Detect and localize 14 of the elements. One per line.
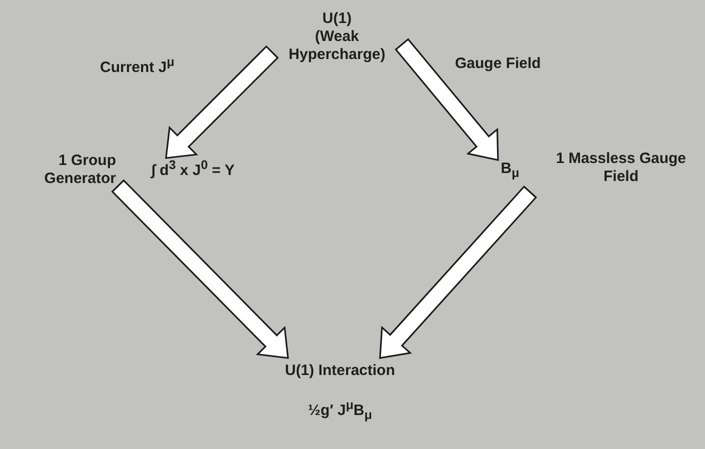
block-arrow	[165, 45, 279, 159]
node-caption: 1 Massless Gauge Field	[554, 150, 688, 186]
block-arrow	[394, 38, 499, 161]
node-title: U(1)	[321, 10, 353, 28]
node-caption: 1 Group Generator	[43, 152, 116, 188]
node-formula: (Weak Hypercharge)	[288, 28, 386, 64]
block-arrow	[111, 179, 289, 359]
edge-label: Current J$^{μ}$	[100, 55, 174, 76]
block-arrow	[379, 186, 538, 359]
edge-label: Gauge Field	[455, 55, 541, 72]
node-title: ∫ d$^{3}$ x J$^{0}$ = Y	[150, 158, 236, 180]
node-formula: ½g′ J$^{μ}$B$_{μ}$	[307, 398, 373, 423]
node-title: U(1) Interaction	[284, 362, 396, 380]
node-title: B$_{μ}$	[500, 160, 520, 181]
